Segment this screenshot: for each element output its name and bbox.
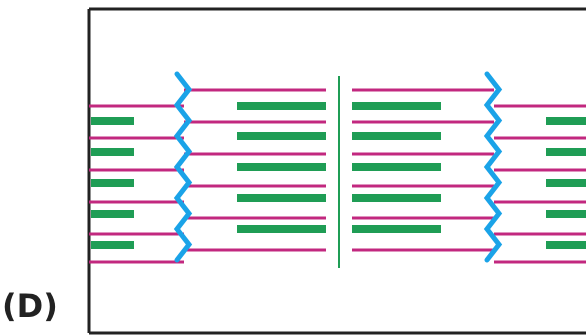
thick-filament bbox=[546, 241, 586, 249]
thick-filament bbox=[352, 225, 441, 233]
thick-filament bbox=[91, 179, 134, 187]
thick-filament bbox=[352, 132, 441, 140]
thick-filament bbox=[352, 194, 441, 202]
z-disc-left bbox=[173, 71, 193, 263]
thick-filament bbox=[91, 117, 134, 125]
thick-filament bbox=[546, 117, 586, 125]
thick-filament bbox=[546, 179, 586, 187]
thick-filament bbox=[237, 225, 326, 233]
thick-filament bbox=[91, 241, 134, 249]
thick-filament bbox=[546, 210, 586, 218]
z-disc-right bbox=[483, 71, 503, 263]
thick-filament bbox=[237, 163, 326, 171]
thick-filament bbox=[546, 148, 586, 156]
thick-filament bbox=[237, 194, 326, 202]
thick-filament bbox=[237, 132, 326, 140]
thick-filament bbox=[352, 102, 441, 110]
thin-filaments bbox=[89, 88, 586, 264]
thick-filament bbox=[91, 210, 134, 218]
thick-filament bbox=[91, 148, 134, 156]
thick-filament bbox=[237, 102, 326, 110]
z-discs bbox=[173, 71, 503, 263]
panel-label: (D) bbox=[2, 287, 58, 325]
thick-filaments bbox=[91, 102, 586, 249]
thick-filament bbox=[352, 163, 441, 171]
